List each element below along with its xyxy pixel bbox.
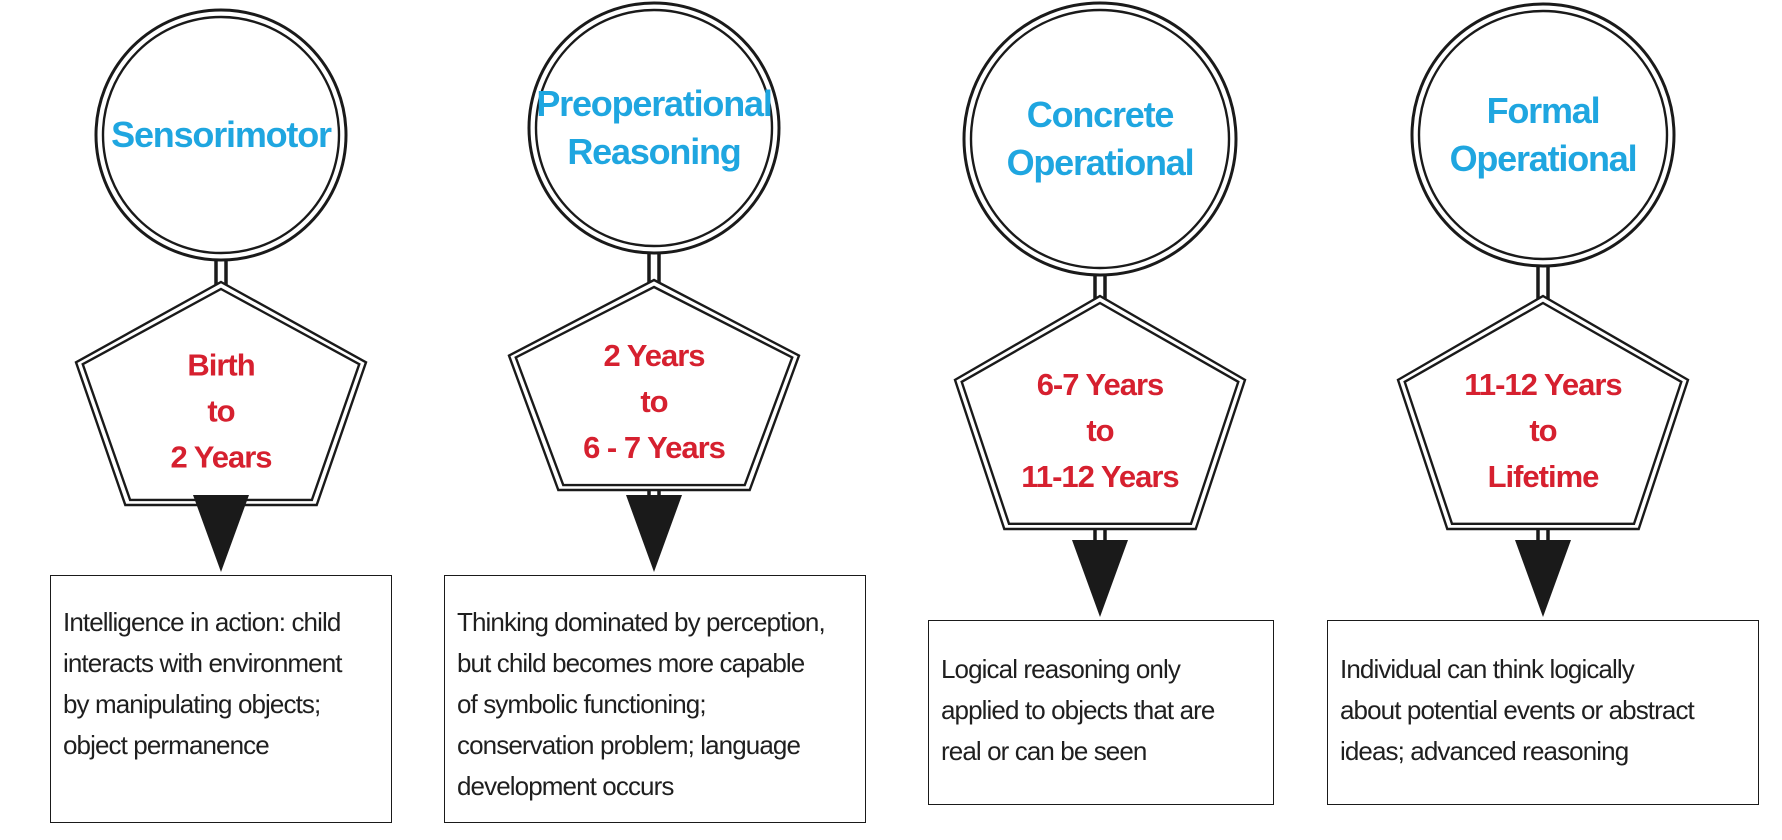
stage-circle-inner: [1417, 9, 1669, 261]
age-range-line: Lifetime: [1488, 459, 1600, 494]
age-range-line: to: [640, 384, 667, 419]
stage-description-line: object permanence: [63, 730, 270, 760]
stage-description-box: Thinking dominated by perception, but chi…: [444, 575, 866, 823]
stage-circle-outer: [962, 1, 1238, 277]
stage-description-line: Thinking dominated by perception,: [457, 607, 826, 637]
stage-description-line: ideas; advanced reasoning: [1340, 736, 1629, 766]
stage-description-line: by manipulating objects;: [63, 689, 321, 719]
stage-circle-inner: [969, 8, 1231, 270]
stage-circle-outer: [1410, 2, 1676, 268]
stage-title-line: Preoperational: [536, 83, 771, 124]
age-range-line: to: [1529, 413, 1556, 448]
age-range-line: to: [207, 393, 234, 428]
stage-title-line: Reasoning: [567, 131, 740, 172]
age-range-line: to: [1086, 413, 1113, 448]
age-range-line: 2 Years: [170, 439, 271, 474]
down-arrow-head: [1515, 540, 1571, 617]
age-range-line: 2 Years: [603, 338, 704, 373]
down-arrow-head: [1072, 540, 1128, 617]
stage-description-line: Individual can think logically: [1340, 654, 1635, 684]
stage-description-line: Logical reasoning only: [941, 654, 1181, 684]
age-pentagon-inner: [514, 285, 794, 487]
stage-title-line: Operational: [1450, 138, 1637, 179]
stage-description-line: real or can be seen: [941, 736, 1147, 766]
stage-description-line: applied to objects that are: [941, 695, 1215, 725]
age-pentagon-outer: [1396, 294, 1690, 531]
age-range-line: 6-7 Years: [1037, 367, 1164, 402]
stage-description-line: development occurs: [457, 771, 674, 801]
age-pentagon-outer: [953, 294, 1247, 531]
age-pentagon-inner: [1403, 301, 1683, 525]
stage-description-line: conservation problem; language: [457, 730, 801, 760]
age-range-line: 11-12 Years: [1021, 459, 1178, 494]
down-arrow-head: [626, 495, 682, 572]
stage-circle-inner: [101, 15, 341, 255]
stage-description-line: interacts with environment: [63, 648, 343, 678]
age-range-line: Birth: [187, 347, 254, 382]
stage-circle-outer: [527, 1, 781, 255]
stage-circle-outer: [94, 8, 348, 262]
stage-description-line: but child becomes more capable: [457, 648, 805, 678]
stage-description-box: Individual can think logically about pote…: [1327, 620, 1759, 805]
stage-circle-inner: [534, 8, 774, 248]
stage-description-box: Logical reasoning only applied to objects…: [928, 620, 1274, 805]
age-pentagon-inner: [960, 301, 1240, 525]
stage-title-line: Concrete: [1027, 94, 1174, 135]
age-pentagon-outer: [507, 278, 801, 492]
stage-description-box: Intelligence in action: child interacts w…: [50, 575, 392, 823]
age-range-line: 11-12 Years: [1464, 367, 1621, 402]
stage-description-line: Intelligence in action: child: [63, 607, 341, 637]
stage-title-line: Sensorimotor: [111, 114, 332, 155]
stage-description-line: of symbolic functioning;: [457, 689, 707, 719]
age-range-line: 6 - 7 Years: [583, 430, 725, 465]
stage-description-line: about potential events or abstract: [1340, 695, 1695, 725]
down-arrow-head: [193, 495, 249, 572]
stage-title-line: Operational: [1007, 142, 1194, 183]
stage-title-line: Formal: [1487, 90, 1600, 131]
